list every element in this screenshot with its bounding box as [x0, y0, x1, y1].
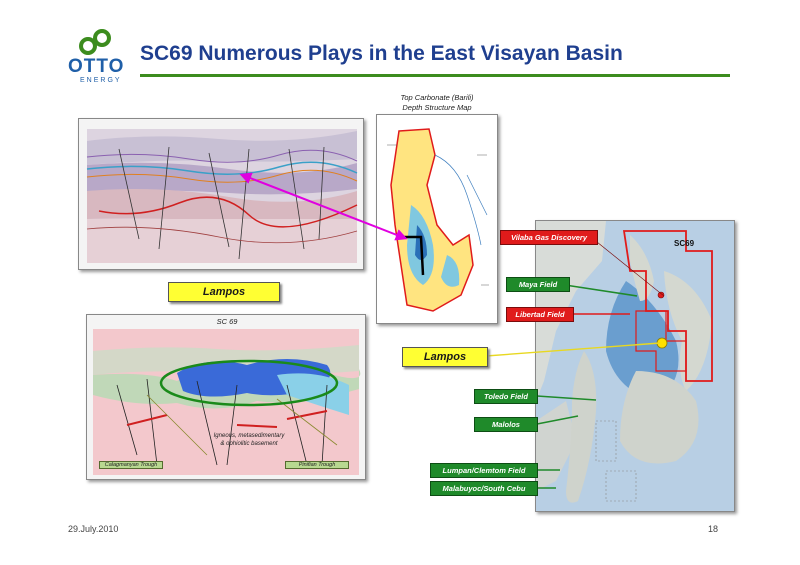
logo-sub: ENERGY — [80, 77, 122, 84]
callout-vilaba-gas-discovery: Vilaba Gas Discovery — [500, 230, 598, 245]
depth-map-caption-line1: Top Carbonate (Barili) — [400, 93, 474, 102]
title-rule — [140, 74, 730, 77]
seismic-lower-title: SC 69 — [216, 317, 238, 326]
lampos-label-map: Lampos — [402, 347, 488, 367]
basement-note-line2: & ophiolitic basement — [220, 441, 278, 447]
block-label-sc69: SC69 — [674, 239, 695, 248]
callout-malolos: Malolos — [474, 417, 538, 432]
callout-lumpan-clemtom-field: Lumpan/Clemtom Field — [430, 463, 538, 478]
seismic-upper-image — [86, 129, 358, 263]
basement-note-line1: Igneous, metasedimentary — [213, 433, 285, 439]
seismic-lower-image — [93, 329, 361, 475]
callout-libertad-field: Libertad Field — [506, 307, 574, 322]
lampos-play-outline — [159, 359, 339, 407]
logo-rings-icon — [79, 29, 111, 55]
logo-name: OTTO — [68, 56, 125, 77]
page-number: 18 — [708, 524, 719, 534]
callout-toledo-field: Toledo Field — [474, 389, 538, 404]
page-title: SC69 Numerous Plays in the East Visayan … — [140, 42, 623, 65]
logo — [62, 24, 132, 88]
callout-maya-field: Maya Field — [506, 277, 570, 292]
lampos-label-upper: Lampos — [168, 282, 280, 302]
trough-left-label: Calagmanyan Trough — [99, 461, 163, 469]
regional-map-image — [536, 221, 734, 511]
regional-map: SC69 — [535, 220, 735, 512]
trough-right-label: Pinifian Trough — [285, 461, 349, 469]
callout-malabuyoc-south-cebu: Malabuyoc/South Cebu — [430, 481, 538, 496]
depth-map-image — [387, 128, 489, 312]
footer-date: 29.July.2010 — [68, 524, 119, 534]
depth-structure-map — [376, 114, 498, 324]
depth-map-caption-line2: Depth Structure Map — [402, 103, 472, 112]
seismic-section-upper — [78, 118, 364, 270]
seismic-section-lower: SC 69 Igneous, metasedimentary & ophioli… — [86, 314, 366, 480]
